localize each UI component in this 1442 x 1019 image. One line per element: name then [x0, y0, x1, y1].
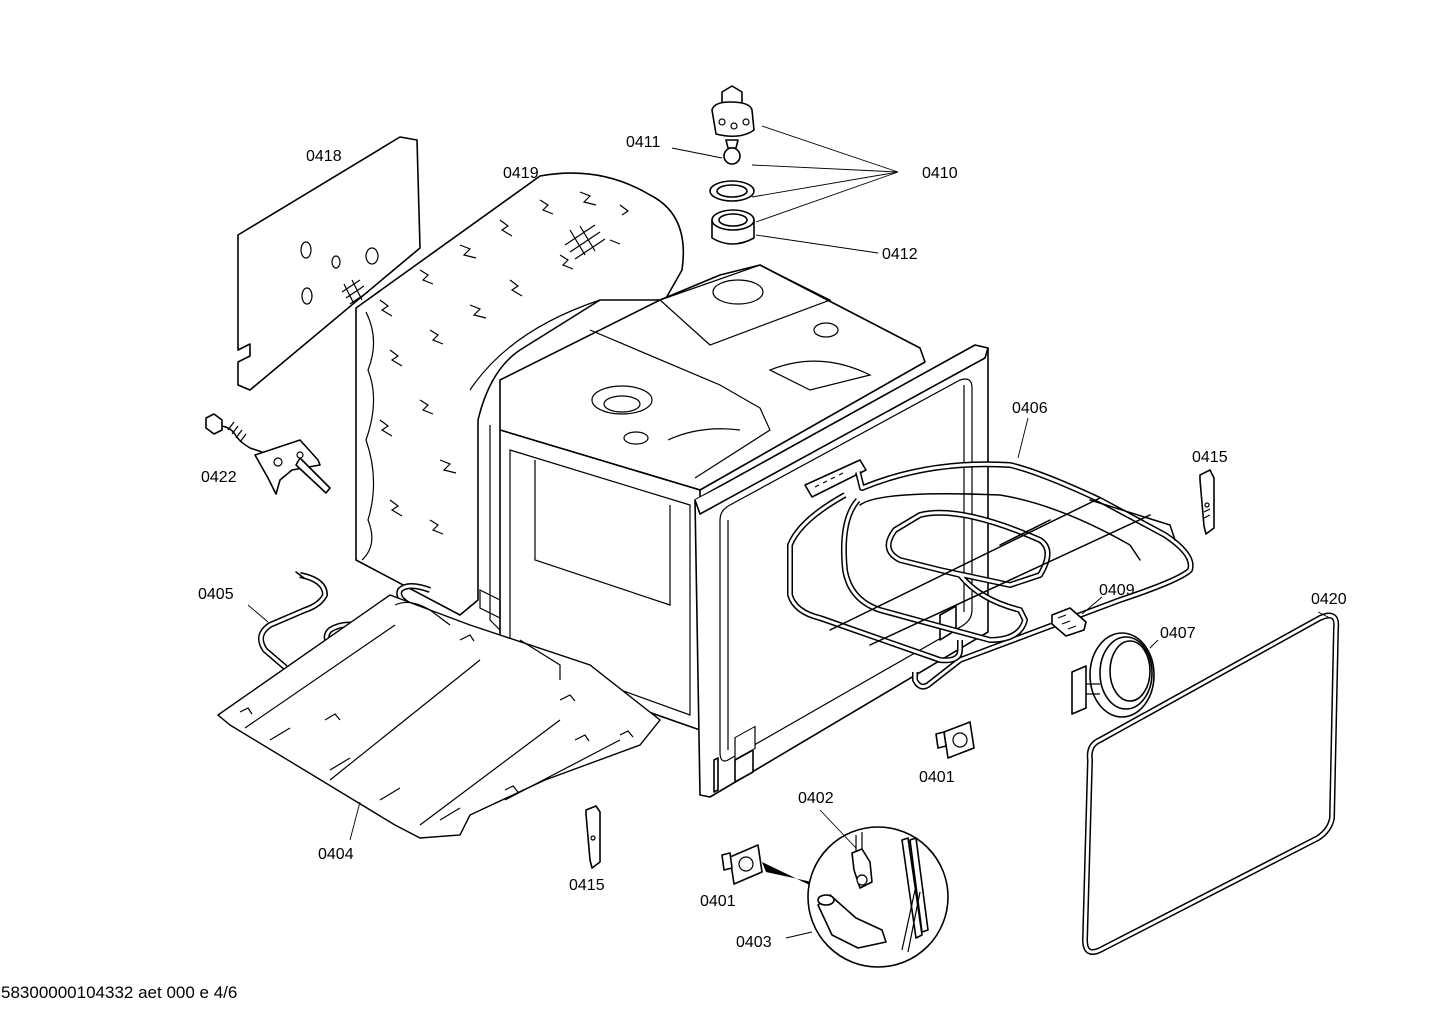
label-0409: 0409 — [1099, 582, 1135, 599]
part-0422-sensor — [205, 413, 331, 495]
part-0401-lamp-right — [935, 721, 975, 759]
part-0403-lamp-glass — [817, 894, 887, 949]
label-0403: 0403 — [736, 934, 772, 951]
label-0405: 0405 — [198, 586, 234, 603]
part-0415-side-rail-left — [585, 805, 601, 869]
label-0419: 0419 — [503, 165, 539, 182]
label-0401-right: 0401 — [919, 769, 955, 786]
label-0406: 0406 — [1012, 400, 1048, 417]
label-0412: 0412 — [882, 246, 918, 263]
part-0409-clip — [1051, 607, 1087, 637]
part-labels: 0418 0419 0411 0410 0412 0406 0415 0422 … — [198, 134, 1347, 951]
label-0402: 0402 — [798, 790, 834, 807]
part-0404-bottom-tray — [216, 594, 661, 839]
label-0404: 0404 — [318, 846, 354, 863]
document-code: 58300000104332 aet 000 e 4/6 — [1, 983, 237, 1002]
label-0422: 0422 — [201, 469, 237, 486]
part-0406-grill-element — [787, 461, 1194, 690]
part-0411-valve-top — [711, 85, 755, 165]
part-0407-circular-heater — [1071, 632, 1155, 718]
label-0415-left: 0415 — [569, 877, 605, 894]
part-0412-nut — [711, 209, 755, 245]
part-0401-lamp-left — [721, 844, 820, 890]
part-0415-side-rail-right — [1199, 469, 1215, 535]
label-0420: 0420 — [1311, 591, 1347, 608]
part-0420-door-seal — [1082, 612, 1340, 955]
label-0401-left: 0401 — [700, 893, 736, 910]
detail-circle-0402-0403 — [807, 826, 949, 968]
part-0419-insulation-wrap — [355, 172, 685, 616]
label-0410: 0410 — [922, 165, 958, 182]
label-0415-right: 0415 — [1192, 449, 1228, 466]
leader-lines — [247, 125, 1331, 939]
part-0418-rear-panel — [237, 136, 421, 391]
label-0418: 0418 — [306, 148, 342, 165]
oven-front-frame — [694, 344, 989, 798]
label-0407: 0407 — [1160, 625, 1196, 642]
label-0411: 0411 — [626, 134, 661, 151]
part-0410-fitting-assembly — [709, 85, 755, 245]
part-0402-lamp — [851, 832, 873, 889]
